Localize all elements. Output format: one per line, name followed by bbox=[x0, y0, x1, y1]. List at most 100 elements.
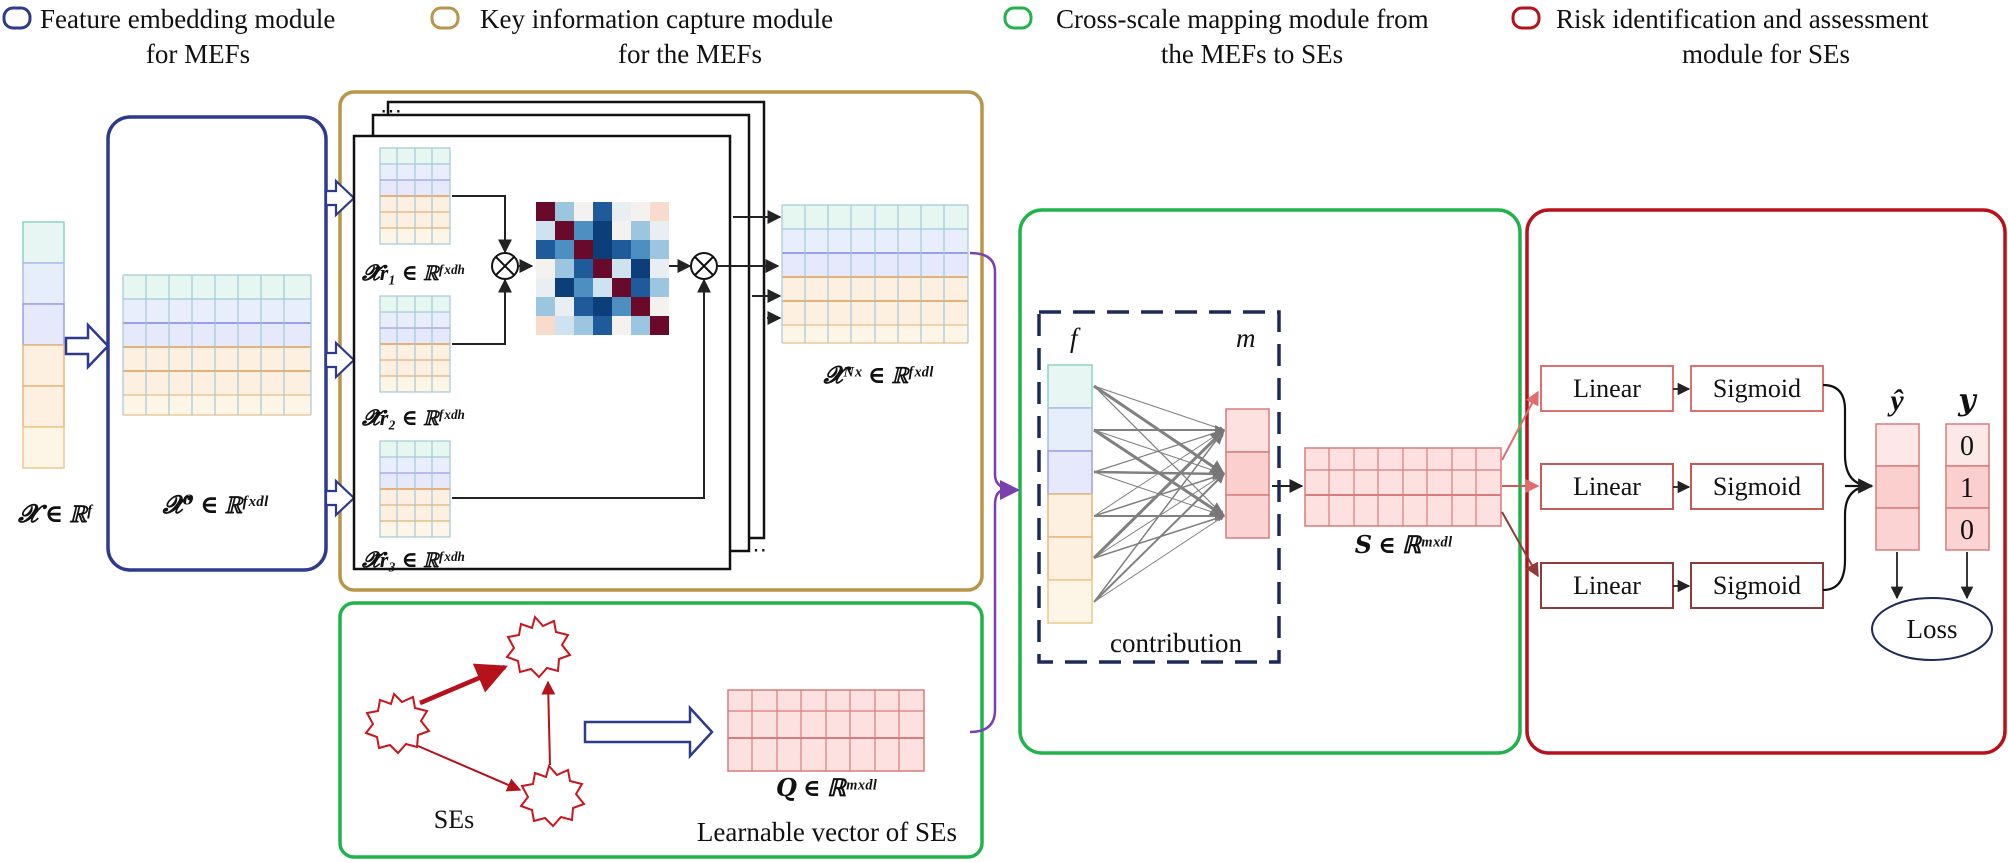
se-node-bottom bbox=[519, 763, 586, 828]
heatmap-cell bbox=[593, 316, 612, 335]
hollow-arrow-r2 bbox=[324, 340, 356, 380]
hollow-arrow-r1 bbox=[324, 178, 356, 218]
heatmap-cell bbox=[536, 316, 555, 335]
legend-swatch-cross-scale bbox=[1003, 6, 1033, 30]
heatmap-cell bbox=[593, 297, 612, 316]
heatmap-cell bbox=[650, 297, 669, 316]
svg-text:Loss: Loss bbox=[1906, 614, 1957, 644]
r3-matrix bbox=[379, 440, 451, 538]
heatmap-cell bbox=[555, 259, 574, 278]
heatmap-cell bbox=[612, 278, 631, 297]
x0-formula: 𝓧⁰ ∈ ℝᶠˣᵈˡ bbox=[162, 492, 270, 519]
heatmap-cell bbox=[574, 202, 593, 221]
sigmoid-block-2: Sigmoid bbox=[1690, 463, 1824, 510]
y-hat-vector bbox=[1875, 423, 1920, 551]
heatmap-cell bbox=[631, 259, 650, 278]
y-value-1: 1 bbox=[1960, 473, 1974, 504]
cross-scale-module-frame bbox=[1018, 208, 1522, 755]
legend-label-cross-scale-1: Cross-scale mapping module from bbox=[1056, 4, 1429, 34]
heatmap-cell bbox=[574, 221, 593, 240]
attention-arrows bbox=[452, 195, 782, 499]
y-vector: 0 1 0 bbox=[1945, 423, 1990, 551]
heatmap-cell bbox=[555, 221, 574, 240]
contribution-edge bbox=[1093, 429, 1225, 603]
ses-hollow-arrow bbox=[583, 704, 714, 760]
heatmap-cell bbox=[536, 240, 555, 259]
sigmoid-block-3: Sigmoid bbox=[1690, 562, 1824, 609]
legend-label-feature-embedding-2: for MEFs bbox=[146, 39, 250, 69]
loss-node: Loss bbox=[1871, 597, 1993, 661]
f-label: f bbox=[1070, 323, 1081, 353]
legend-label-risk-2: module for SEs bbox=[1682, 39, 1850, 69]
key-info-module-frame bbox=[338, 90, 984, 592]
heatmap-cell bbox=[650, 278, 669, 297]
r1-matrix bbox=[379, 147, 451, 245]
heatmap-cell bbox=[555, 240, 574, 259]
y-hat-label: ŷ bbox=[1887, 384, 1904, 417]
legend-swatch-feature-embedding bbox=[2, 6, 32, 30]
contribution-edge bbox=[1093, 515, 1225, 603]
s-to-linear-arrows bbox=[1501, 390, 1540, 578]
svg-text:Linear: Linear bbox=[1573, 571, 1641, 600]
heatmap-cell bbox=[631, 221, 650, 240]
xn-matrix bbox=[781, 204, 969, 344]
m-label: m bbox=[1236, 323, 1256, 353]
contribution-edges bbox=[1092, 384, 1226, 603]
svg-text:Linear: Linear bbox=[1573, 472, 1641, 501]
stack-dots-top: ⋯ bbox=[380, 98, 402, 123]
svg-text:Sigmoid: Sigmoid bbox=[1713, 571, 1801, 600]
multiply-operator-2 bbox=[690, 252, 718, 280]
heatmap-cell bbox=[574, 316, 593, 335]
q-matrix bbox=[727, 689, 925, 772]
linear-block-1: Linear bbox=[1540, 365, 1674, 412]
contribution-edge bbox=[1092, 428, 1226, 560]
heatmap-cell bbox=[612, 221, 631, 240]
multiply-operator-1 bbox=[491, 252, 519, 280]
y-value-2: 0 bbox=[1960, 515, 1974, 546]
contribution-edge bbox=[1093, 429, 1225, 475]
heatmap-cell bbox=[574, 278, 593, 297]
r2-formula: 𝓧̃r₂ ∈ ℝᶠˣᵈʰ bbox=[361, 405, 465, 430]
to-loss-arrows bbox=[1890, 552, 1974, 600]
contribution-edge bbox=[1093, 428, 1225, 473]
heatmap-cell bbox=[536, 259, 555, 278]
sigmoid-block-1: Sigmoid bbox=[1690, 365, 1824, 412]
legend-swatch-key-info bbox=[430, 6, 460, 30]
heatmap-cell bbox=[593, 221, 612, 240]
contribution-label: contribution bbox=[1110, 628, 1242, 658]
f-vector bbox=[1047, 364, 1093, 624]
heatmap-cell bbox=[612, 240, 631, 259]
heatmap-cell bbox=[650, 202, 669, 221]
r3-formula: 𝓧̃r₃ ∈ ℝᶠˣᵈʰ bbox=[361, 547, 465, 572]
linear-to-sigmoid-arrows bbox=[1673, 382, 1691, 593]
svg-text:Linear: Linear bbox=[1573, 374, 1641, 403]
input-formula: 𝓧 ∈ ℝᶠ bbox=[17, 501, 94, 528]
heatmap-cell bbox=[593, 240, 612, 259]
heatmap-cell bbox=[536, 221, 555, 240]
se-node-left bbox=[364, 692, 431, 755]
attention-heatmap bbox=[536, 202, 669, 335]
linear-block-2: Linear bbox=[1540, 463, 1674, 510]
linear-block-3: Linear bbox=[1540, 562, 1674, 609]
purple-merge-arrows bbox=[969, 251, 1020, 734]
heatmap-cell bbox=[631, 297, 650, 316]
heatmap-cell bbox=[612, 316, 631, 335]
heatmap-cell bbox=[593, 202, 612, 221]
x0-matrix bbox=[122, 274, 312, 416]
heatmap-cell bbox=[631, 202, 650, 221]
ses-graph bbox=[364, 614, 586, 828]
legend-label-key-info-2: for the MEFs bbox=[618, 39, 762, 69]
r2-matrix bbox=[379, 295, 451, 393]
heatmap-cell bbox=[536, 297, 555, 316]
feature-embedding-module-frame bbox=[106, 115, 328, 572]
sigmoid-merge-lines bbox=[1822, 383, 1874, 592]
s-formula: 𝑺 ∈ ℝᵐˣᵈˡ bbox=[1355, 533, 1452, 559]
heatmap-cell bbox=[631, 240, 650, 259]
heatmap-cell bbox=[650, 221, 669, 240]
heatmap-cell bbox=[574, 240, 593, 259]
se-node-top bbox=[505, 614, 572, 679]
heatmap-cell bbox=[631, 278, 650, 297]
svg-text:Sigmoid: Sigmoid bbox=[1713, 374, 1801, 403]
heatmap-cell bbox=[555, 316, 574, 335]
